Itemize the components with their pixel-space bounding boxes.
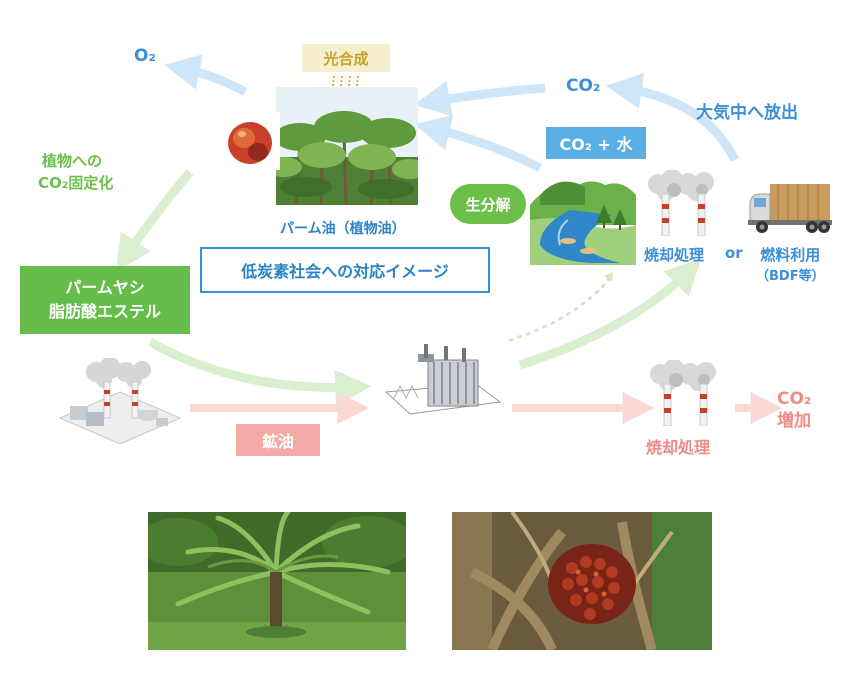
arrow-water-to-plant	[414, 114, 543, 172]
co2-increase-line-1: CO₂	[777, 389, 812, 409]
incineration-label: 焼却処理	[644, 246, 705, 264]
palm-fruit-bunch-photo	[452, 512, 712, 650]
arrow-co2-to-plant	[414, 80, 546, 117]
fuel-line-1: 燃料利用	[760, 246, 821, 264]
palm-plantation-image	[276, 87, 418, 205]
fixation-label: 植物への CO₂固定化	[38, 150, 113, 194]
co2-increase-label: CO₂ 増加	[777, 388, 811, 432]
river-landscape-icon	[530, 181, 636, 265]
palm-oil-label: パーム油（植物油）	[280, 221, 406, 237]
arrow-release	[605, 73, 740, 163]
incinerator-icon	[648, 170, 714, 236]
fixation-line-1: 植物への	[42, 152, 103, 170]
arrow-dotted-biodegradation	[508, 276, 612, 342]
or-label: or	[725, 244, 743, 262]
incineration-2-label: 焼却処理	[646, 438, 711, 457]
co2-increase-line-2: 増加	[777, 411, 811, 431]
arrow-transformer-to-incinerator	[518, 258, 702, 370]
ester-line-1: パームヤシ	[65, 278, 145, 297]
low-carbon-box: 低炭素社会への対応イメージ	[200, 247, 490, 293]
o2-label: O₂	[134, 46, 156, 66]
arrow-to-o2	[164, 54, 248, 96]
ester-line-2: 脂肪酸エステル	[48, 302, 161, 321]
truck-icon	[748, 184, 832, 233]
incinerator-bottom-icon	[650, 360, 716, 426]
co2-top-label: CO₂	[566, 76, 601, 96]
factory-icon	[58, 358, 182, 445]
arrow-ester-to-transformer	[147, 338, 372, 406]
biodegradation-label: 生分解	[465, 195, 511, 214]
mineral-oil-label: 鉱油	[261, 432, 294, 451]
arrow-fixation	[116, 169, 194, 272]
ester-box: パームヤシ 脂肪酸エステル	[20, 266, 190, 334]
photosynthesis-chip: 光合成	[302, 44, 390, 72]
transformer-icon	[384, 344, 502, 415]
co2-water-chip: CO₂ + 水	[546, 127, 646, 159]
fuel-line-2: （BDF等）	[756, 269, 825, 284]
palm-tree-photo	[148, 512, 406, 650]
co2-water-label: CO₂ + 水	[559, 135, 633, 154]
fixation-line-2: CO₂固定化	[38, 174, 114, 192]
photosynthesis-label: 光合成	[323, 49, 369, 68]
mineral-oil-chip: 鉱油	[236, 424, 320, 456]
low-carbon-label: 低炭素社会への対応イメージ	[241, 262, 449, 281]
release-label: 大気中へ放出	[696, 103, 798, 123]
fuel-label: 燃料利用 （BDF等）	[756, 244, 825, 288]
biodegradation-badge: 生分解	[450, 184, 526, 224]
palm-fruit-icon	[220, 112, 280, 170]
